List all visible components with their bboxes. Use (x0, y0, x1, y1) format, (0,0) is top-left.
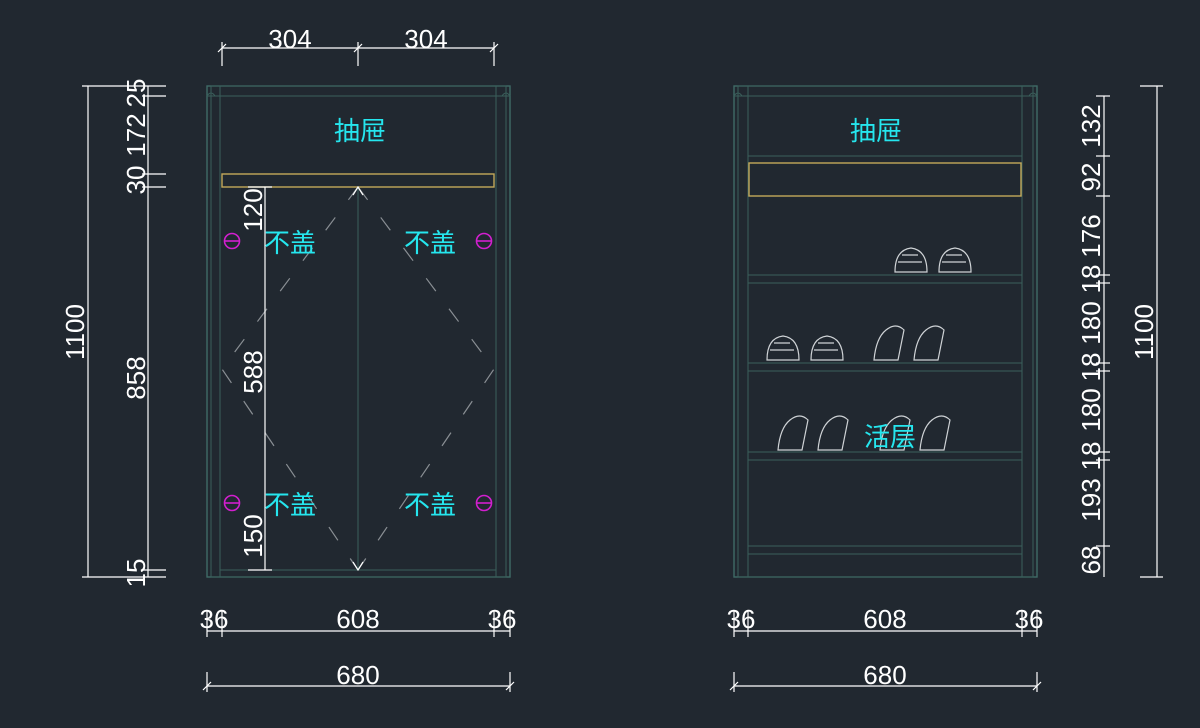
bottom-dim-center: 608 (863, 604, 906, 634)
seg-dim: 176 (1076, 214, 1106, 257)
seg-dim: 172 (121, 113, 151, 156)
right-door-swing (357, 186, 495, 571)
overall-width: 680 (863, 660, 906, 690)
shoe-icon (873, 325, 945, 361)
top-dim-right: 304 (404, 24, 447, 54)
seg-dim: 180 (1076, 388, 1106, 431)
side-drawer-panel (748, 162, 1022, 197)
right-total-height: 1100 (1129, 304, 1159, 360)
shoe-icon (766, 335, 844, 361)
shelf (747, 274, 1023, 284)
seg-dim: 132 (1076, 104, 1106, 147)
no-cover-label: 不盖 (404, 229, 456, 259)
left-door-swing (221, 186, 359, 571)
seg-dim: 18 (1076, 265, 1106, 294)
inner-dim: 588 (238, 350, 268, 393)
shelf (747, 362, 1023, 372)
shoe-icon (894, 247, 972, 273)
no-cover-label: 不盖 (264, 491, 316, 521)
shoe-icon (777, 415, 951, 451)
bottom-dim-right: 36 (488, 604, 517, 634)
seg-dim: 92 (1076, 163, 1106, 192)
hinge-icon (475, 494, 493, 512)
no-cover-label: 不盖 (404, 491, 456, 521)
seg-dim: 68 (1076, 546, 1106, 575)
seg-dim: 18 (1076, 442, 1106, 471)
shelf-label: 活层 (864, 423, 916, 453)
seg-dim: 15 (121, 559, 151, 588)
bottom-dim-right: 36 (1015, 604, 1044, 634)
seg-dim: 18 (1076, 353, 1106, 382)
overall-width: 680 (336, 660, 379, 690)
hinge-icon (223, 494, 241, 512)
hinge-icon (223, 232, 241, 250)
hinge-icon (475, 232, 493, 250)
shelf (747, 545, 1023, 555)
seg-dim: 180 (1076, 301, 1106, 344)
side-drawer-label: 抽屉 (850, 117, 902, 147)
seg-dim: 30 (121, 166, 151, 195)
seg-dim: 193 (1076, 478, 1106, 521)
bottom-dim-center: 608 (336, 604, 379, 634)
seg-dim: 858 (121, 356, 151, 399)
bottom-dim-left: 36 (727, 604, 756, 634)
front-view: 抽屉 不盖 不盖 不盖 不盖 304 304 1100 25 172 30 85… (60, 24, 516, 692)
front-drawer-panel (221, 173, 495, 188)
seg-dim: 25 (121, 79, 151, 108)
inner-dim: 120 (238, 188, 268, 231)
top-dim-left: 304 (268, 24, 311, 54)
no-cover-label: 不盖 (264, 229, 316, 259)
side-cabinet-outline (733, 85, 1038, 578)
inner-dim: 150 (238, 514, 268, 557)
side-view: 抽屉 活层 132 92 176 18 180 18 180 18 193 68… (727, 85, 1163, 692)
bottom-dim-left: 36 (200, 604, 229, 634)
left-total-height: 1100 (60, 304, 90, 360)
shelf (747, 451, 1023, 461)
front-drawer-label: 抽屉 (334, 117, 386, 147)
